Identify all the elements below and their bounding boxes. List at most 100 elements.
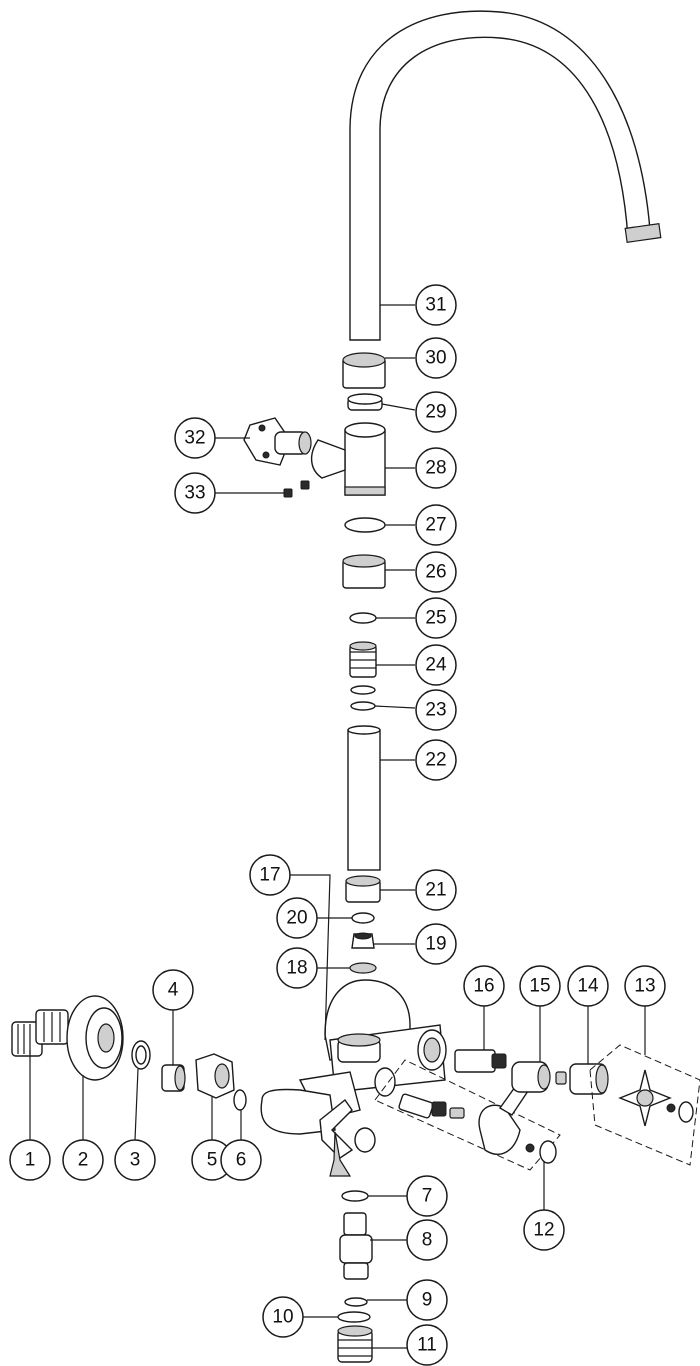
- part-13-cross-handle: [589, 1044, 700, 1166]
- part-27-o-ring: [344, 517, 386, 533]
- part-8-diverter: [339, 1212, 373, 1280]
- part-24-threaded-insert: [349, 641, 377, 678]
- callout-label: 13: [634, 976, 655, 997]
- part-25-o-ring: [349, 612, 377, 624]
- part-21-sleeve: [345, 875, 381, 903]
- callout-25: 25: [415, 597, 457, 639]
- callout-12: 12: [523, 1209, 565, 1251]
- callout-label: 25: [425, 608, 446, 629]
- callout-label: 12: [533, 1220, 554, 1241]
- callout-9: 9: [406, 1279, 448, 1321]
- callout-label: 10: [272, 1307, 293, 1328]
- part-spring: [555, 1071, 567, 1085]
- callout-label: 6: [236, 1150, 247, 1171]
- callout-label: 7: [422, 1186, 433, 1207]
- callout-label: 19: [425, 934, 446, 955]
- part-9-o-ring: [344, 1297, 368, 1307]
- part-7-o-ring: [341, 1190, 369, 1202]
- part-6-washer: [233, 1089, 247, 1111]
- callout-label: 24: [425, 655, 447, 676]
- callout-label: 3: [130, 1150, 141, 1171]
- callout-6: 6: [220, 1139, 262, 1181]
- part-18-washer: [349, 962, 377, 974]
- callout-label: 14: [577, 976, 599, 997]
- callout-28: 28: [415, 447, 457, 489]
- callout-10: 10: [262, 1296, 304, 1338]
- callout-30: 30: [415, 337, 457, 379]
- callout-label: 23: [425, 700, 446, 721]
- part-33-screws: [283, 480, 310, 498]
- callout-21: 21: [415, 869, 457, 911]
- callout-27: 27: [415, 504, 457, 546]
- callout-label: 22: [425, 750, 446, 771]
- part-11-outlet: [337, 1325, 373, 1363]
- callout-label: 15: [529, 976, 550, 997]
- callout-label: 33: [184, 483, 205, 504]
- callout-label: 4: [168, 980, 179, 1001]
- part-16-headwork: [454, 1049, 507, 1073]
- callout-32: 32: [174, 417, 216, 459]
- part-3-washer: [131, 1040, 151, 1070]
- callout-13: 13: [624, 965, 666, 1007]
- callout-label: 30: [425, 348, 446, 369]
- callout-label: 9: [422, 1290, 433, 1311]
- callout-label: 29: [425, 402, 446, 423]
- part-29-ring: [347, 393, 383, 411]
- callout-29: 29: [415, 391, 457, 433]
- callout-label: 18: [286, 958, 307, 979]
- part-19-nipple: [351, 932, 375, 949]
- callout-18: 18: [276, 947, 318, 989]
- part-20-o-ring: [351, 912, 375, 924]
- callout-15: 15: [519, 965, 561, 1007]
- part-26-sleeve: [342, 554, 386, 589]
- callout-label: 21: [425, 880, 446, 901]
- callout-label: 17: [259, 865, 280, 886]
- callout-33: 33: [174, 472, 216, 514]
- callout-label: 26: [425, 562, 446, 583]
- part-14-cap: [569, 1063, 609, 1095]
- callout-label: 11: [417, 1335, 437, 1356]
- callout-26: 26: [415, 551, 457, 593]
- callout-22: 22: [415, 739, 457, 781]
- callout-16: 16: [463, 965, 505, 1007]
- callout-label: 8: [422, 1230, 433, 1251]
- callout-label: 32: [184, 428, 205, 449]
- part-4-check-valve: [161, 1064, 186, 1092]
- callout-4: 4: [152, 969, 194, 1011]
- part-22-tube: [347, 725, 381, 871]
- callout-1: 1: [9, 1139, 51, 1181]
- callout-label: 1: [25, 1150, 36, 1171]
- part-12-assembly: [374, 1059, 561, 1171]
- callout-24: 24: [415, 644, 457, 686]
- callout-2: 2: [62, 1139, 104, 1181]
- callout-label: 31: [425, 295, 446, 316]
- part-10-o-ring: [337, 1311, 371, 1323]
- callout-7: 7: [406, 1175, 448, 1217]
- callout-label: 20: [286, 908, 307, 929]
- callout-5: 5: [191, 1139, 233, 1181]
- callout-19: 19: [415, 923, 457, 965]
- callout-label: 16: [473, 976, 494, 997]
- callout-label: 2: [78, 1150, 89, 1171]
- callout-23: 23: [415, 689, 457, 731]
- callout-label: 27: [425, 515, 446, 536]
- part-28-tee-body: [311, 422, 386, 496]
- callout-8: 8: [406, 1219, 448, 1261]
- part-5-hex-nut: [195, 1053, 235, 1099]
- callout-14: 14: [567, 965, 609, 1007]
- callout-20: 20: [276, 897, 318, 939]
- part-1-eccentric-connector: [11, 1009, 69, 1057]
- callout-3: 3: [114, 1139, 156, 1181]
- part-31-spout: [349, 10, 662, 341]
- callout-label: 5: [207, 1150, 218, 1171]
- part-32-wall-bracket: [243, 417, 312, 466]
- part-2-cover-flange: [66, 995, 124, 1081]
- callout-17: 17: [249, 854, 291, 896]
- part-17-mixer-body: [260, 979, 447, 1177]
- part-23-o-rings: [350, 685, 376, 711]
- part-15-lever-handle: [511, 1061, 551, 1093]
- part-30-nut: [342, 352, 386, 389]
- callout-31: 31: [415, 284, 457, 326]
- callout-label: 28: [425, 458, 446, 479]
